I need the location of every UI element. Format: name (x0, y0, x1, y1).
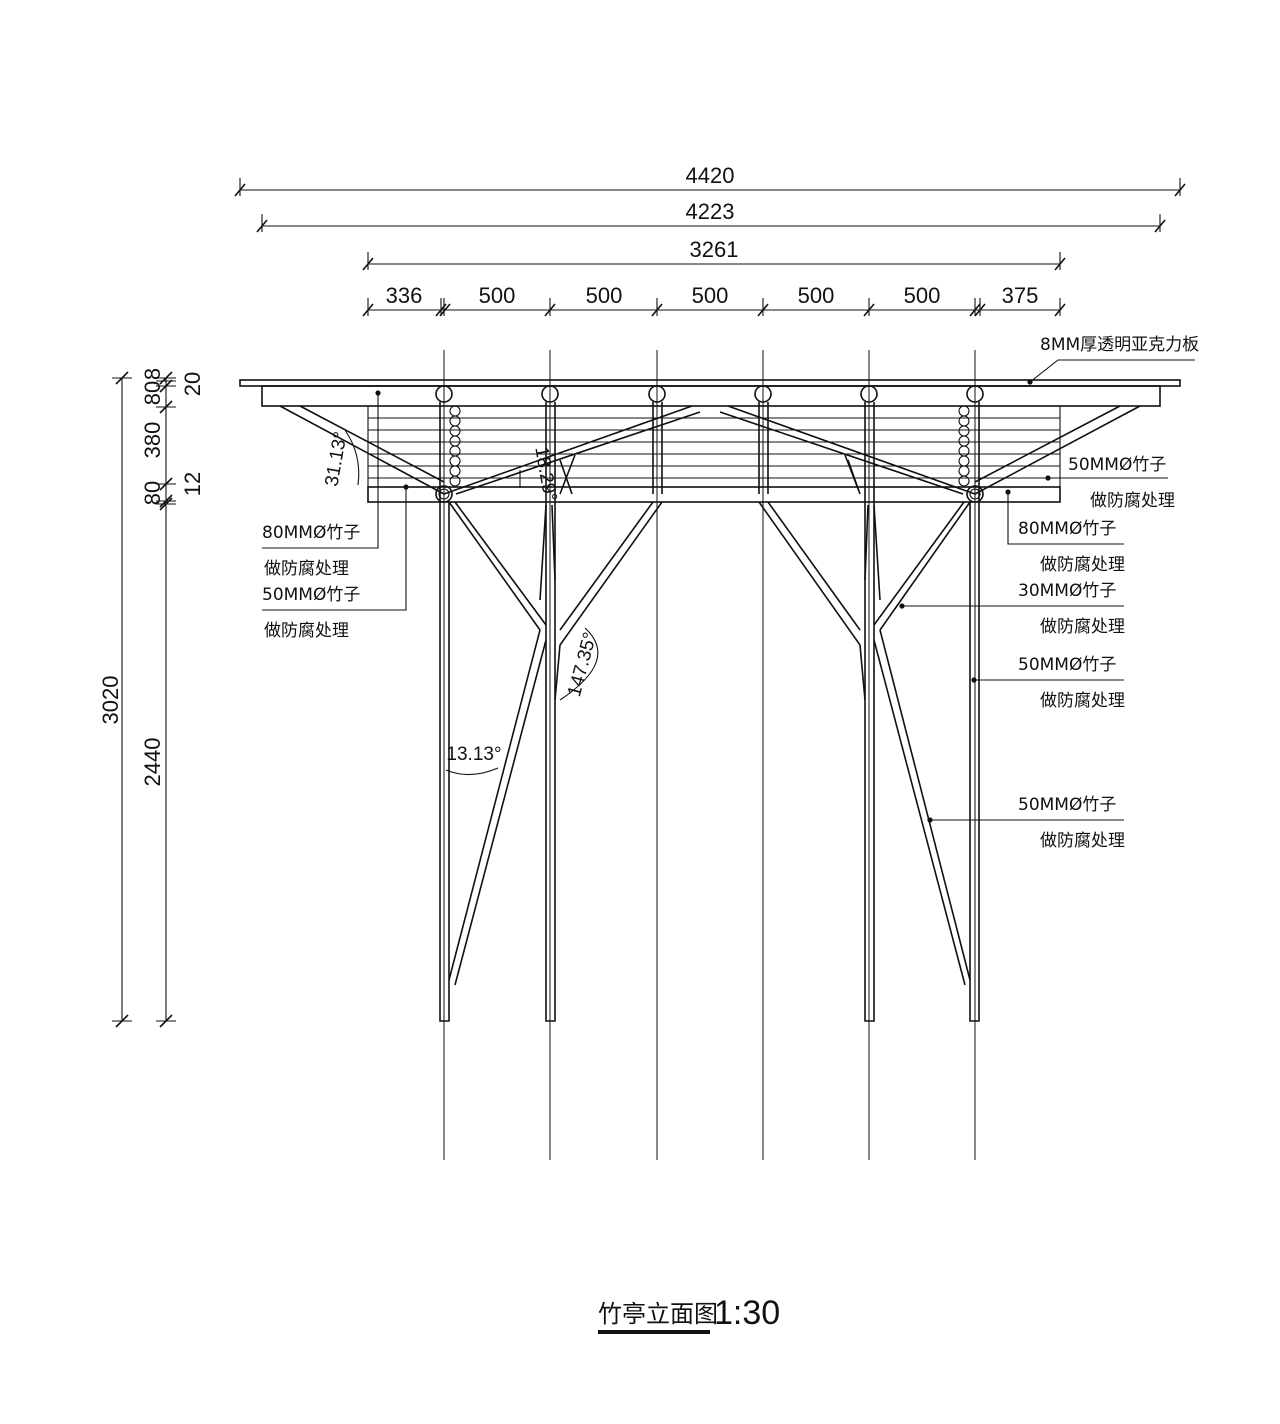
angle-annotations: 31.13° 18.29° 147.35° 13.13° (321, 429, 601, 776)
label-right-80-note: 做防腐处理 (1040, 555, 1125, 575)
dimension-tick-icon (362, 257, 374, 271)
dim-overall-4420: 4420 (686, 163, 735, 188)
drawing-scale: 1:30 (714, 1294, 780, 1332)
leader-dot-icon (1005, 489, 1011, 495)
dimension-tick-icon (234, 183, 246, 197)
label-right-50b-note: 做防腐处理 (1040, 691, 1125, 711)
dim-seg-500-d: 500 (798, 283, 835, 308)
label-left-80-note: 做防腐处理 (264, 559, 349, 579)
bamboo-columns (439, 402, 980, 1022)
leader-dot-icon (375, 390, 381, 396)
label-right-30-note: 做防腐处理 (1040, 617, 1125, 637)
leader-dot-icon (403, 484, 409, 490)
dim-seg-375: 375 (1002, 283, 1039, 308)
leader-dot-icon (971, 677, 977, 683)
dim-seg-500-e: 500 (904, 283, 941, 308)
dim-overall-4223: 4223 (686, 199, 735, 224)
dim-vertical-3020: 3020 (98, 676, 123, 725)
dimension-tick-icon (1154, 219, 1166, 233)
label-right-80-spec: 80MMØ竹子 (1018, 519, 1116, 539)
dimension-tick-icon (1054, 257, 1066, 271)
dim-seg-500-b: 500 (586, 283, 623, 308)
leader-dot-icon (927, 817, 933, 823)
label-left-80-spec: 80MMØ竹子 (262, 523, 360, 543)
angle-13: 13.13° (446, 744, 501, 765)
label-right-50a-spec: 50MMØ竹子 (1068, 455, 1166, 475)
roof-structure (239, 379, 1181, 503)
dim-overall-3261: 3261 (690, 237, 739, 262)
label-right-50a-note: 做防腐处理 (1090, 491, 1175, 511)
label-right-50c-spec: 50MMØ竹子 (1018, 795, 1116, 815)
diagonal-braces (448, 501, 971, 986)
leaders: 8MM厚透明亚克力板 80MMØ竹子 做防腐处理 50MMØ竹子 做防腐处理 5… (262, 335, 1199, 851)
angle-31: 31.13° (321, 430, 351, 488)
dim-vertical-80-bottom: 80 (140, 481, 165, 505)
dim-vertical-12: 12 (180, 472, 205, 496)
leader-dot-icon (1027, 379, 1033, 385)
label-acrylic: 8MM厚透明亚克力板 (1040, 335, 1199, 355)
dim-vertical-2440: 2440 (140, 738, 165, 787)
dim-seg-336: 336 (386, 283, 423, 308)
grid-axes (443, 350, 976, 1160)
dim-vertical-380: 380 (140, 422, 165, 459)
dim-seg-500-a: 500 (479, 283, 516, 308)
dim-vertical-8: 8 (140, 368, 165, 380)
dimension-tick-icon (256, 219, 268, 233)
overall-dimensions: 4420 4223 3261 (234, 163, 1186, 271)
leader-dot-icon (1045, 475, 1051, 481)
drawing-title-block: 竹亭立面图 1:30 (598, 1294, 780, 1334)
bamboo-section-icon (435, 385, 984, 403)
leader-dot-icon (899, 603, 905, 609)
dimension-tick-icon (1174, 183, 1186, 197)
drawing-title: 竹亭立面图 (598, 1300, 718, 1328)
dim-vertical-20: 20 (180, 372, 205, 396)
label-right-50c-note: 做防腐处理 (1040, 831, 1125, 851)
dimension-tick-icon (115, 1014, 129, 1028)
vertical-dimensions: 3020 2440 80 8 20 380 80 12 (98, 368, 205, 1028)
label-left-50-spec: 50MMØ竹子 (262, 585, 360, 605)
label-right-30-spec: 30MMØ竹子 (1018, 581, 1116, 601)
segment-dimensions: 336 500 500 500 500 500 375 (362, 283, 1066, 317)
dimension-tick-icon (115, 371, 129, 385)
dim-seg-500-c: 500 (692, 283, 729, 308)
label-left-50-note: 做防腐处理 (264, 621, 349, 641)
label-right-50b-spec: 50MMØ竹子 (1018, 655, 1116, 675)
dim-vertical-80-top: 80 (140, 381, 165, 405)
